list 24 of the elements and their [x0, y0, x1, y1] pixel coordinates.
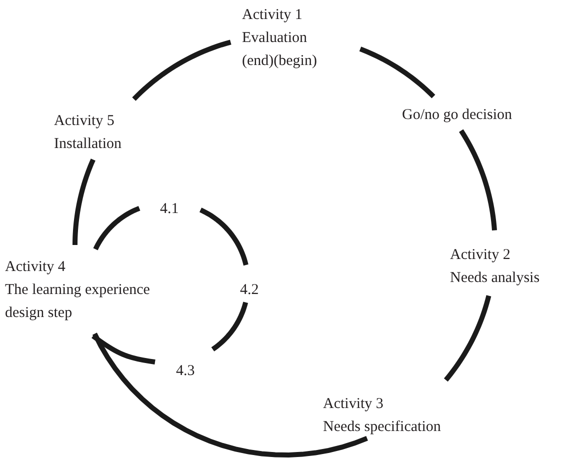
step-label: Needs specification [323, 418, 441, 437]
arc-connector [93, 206, 140, 250]
arc-connector [359, 46, 436, 98]
arc-connector [444, 295, 492, 382]
step-label: Evaluation (end)(begin) [242, 29, 318, 71]
arc-connector [72, 158, 96, 246]
step-label: Go/no go decision [402, 106, 512, 125]
activity-heading: Activity 3 [323, 395, 384, 414]
activity-heading: Activity 5 [54, 112, 114, 131]
activity-heading: Activity 2 [450, 246, 510, 265]
step-label: Needs analysis [450, 269, 540, 288]
activity-heading: Activity 1 [242, 6, 302, 25]
activity-heading: Activity 4 [5, 258, 66, 277]
step-label: 4.1 [160, 200, 179, 219]
step-label: Installation [54, 135, 122, 154]
arc-connector [459, 129, 497, 231]
arc-connector [92, 332, 368, 458]
step-label: 4.2 [240, 281, 259, 300]
arc-connector [211, 302, 248, 352]
arc-connector [92, 334, 156, 364]
arc-connector [199, 208, 248, 266]
arc-connector [132, 40, 232, 101]
step-label: 4.3 [176, 362, 195, 381]
step-label: The learning experience design step [5, 281, 151, 323]
